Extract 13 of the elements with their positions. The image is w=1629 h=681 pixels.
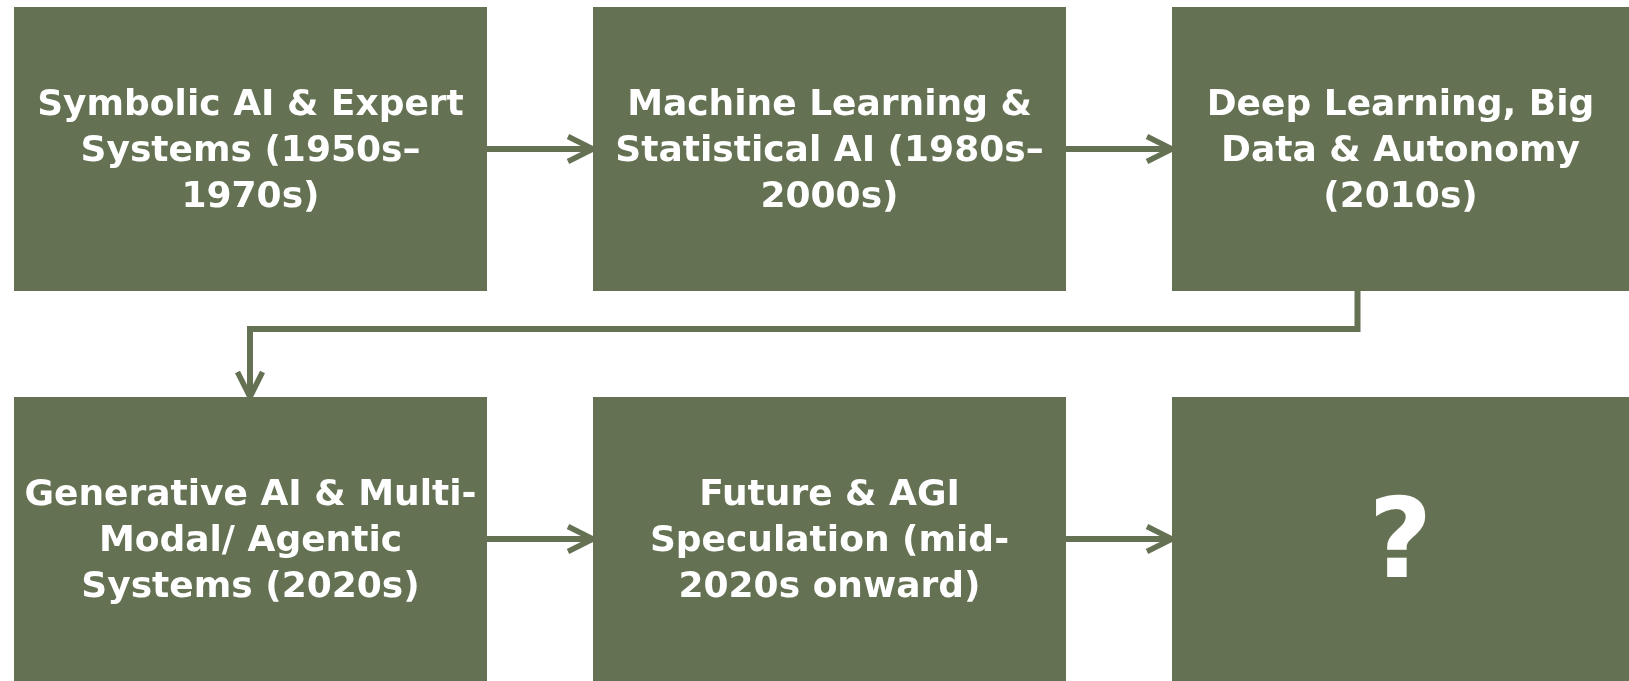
box-label: Machine Learning & Statistical AI (1980s–2000s) [614, 81, 1045, 217]
process-box [593, 397, 1066, 681]
process-box [14, 7, 487, 291]
process-box [593, 7, 1066, 291]
box-label: Future & AGI Speculation (mid-2020s onward) [648, 471, 1011, 607]
process-box [14, 397, 487, 681]
process-box [1172, 397, 1629, 681]
box-label: Deep Learning, Big Data & Autonomy (2010s) [1205, 81, 1596, 217]
arrow [234, 291, 1361, 400]
box-label: Symbolic AI & Expert Systems (1950s–1970s) [36, 81, 465, 217]
box-label: Generative AI & Multi-Modal/ Agentic Systems (2020s) [24, 471, 477, 607]
process-box [1172, 7, 1629, 291]
question-mark: ? [1368, 484, 1433, 594]
